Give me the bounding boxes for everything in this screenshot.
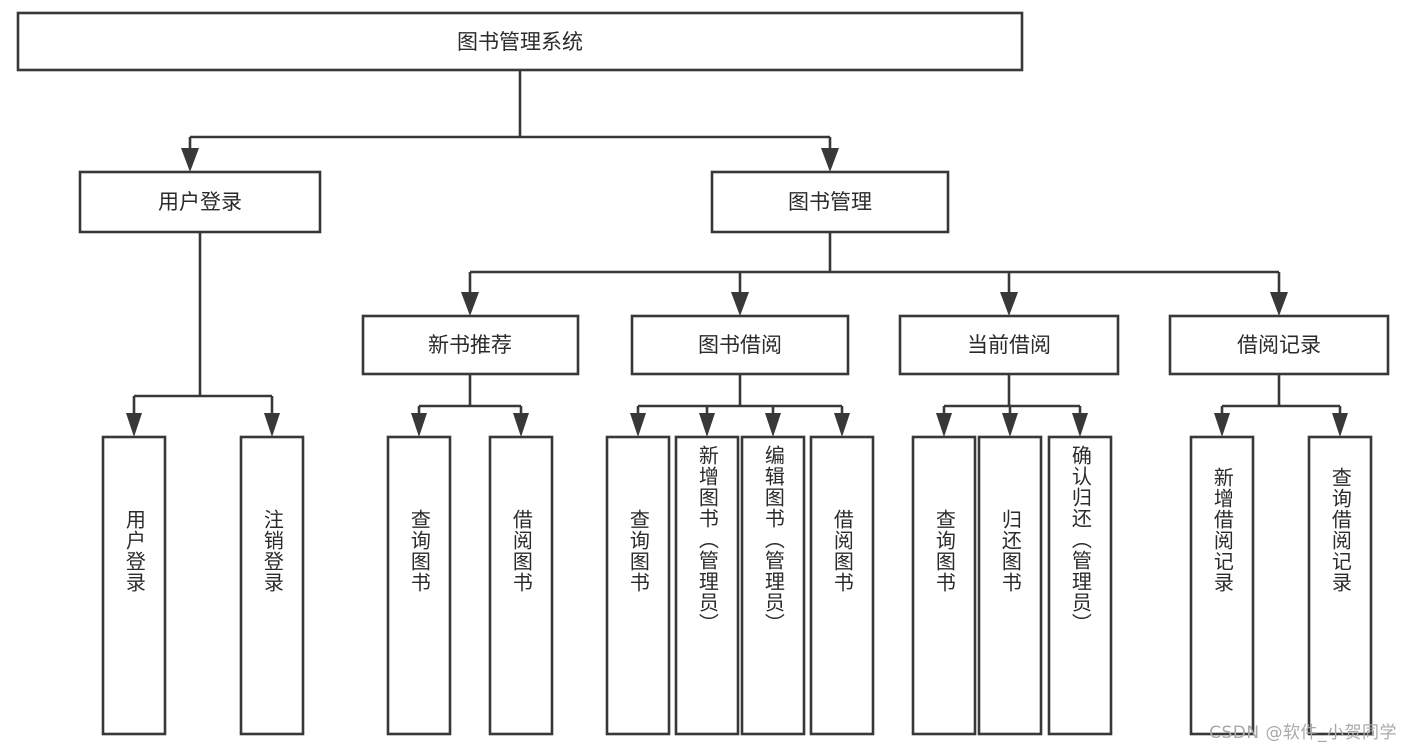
node-book-borrow-label: 图书借阅 (698, 333, 782, 357)
arrow-head-icon (821, 148, 839, 172)
node-current-borrow[interactable]: 当前借阅 (898, 314, 1120, 376)
arrow-head-icon (1002, 413, 1018, 437)
node-root-book-management-system[interactable]: 图书管理系统 (16, 11, 1024, 72)
leaf-box-logout[interactable] (239, 435, 305, 736)
connector-currentborrow-to-leaves (936, 374, 1088, 437)
node-user-login-label: 用户登录 (158, 190, 242, 214)
node-root-label: 图书管理系统 (457, 30, 583, 54)
node-borrow-record[interactable]: 借阅记录 (1168, 314, 1390, 376)
node-book-management[interactable]: 图书管理 (710, 170, 950, 234)
arrow-head-icon (513, 413, 529, 437)
arrow-head-icon (699, 413, 715, 437)
arrow-head-icon (630, 413, 646, 437)
leaf-box-borrow-book-recommend[interactable] (488, 435, 554, 736)
node-book-borrow-box[interactable] (630, 314, 850, 376)
node-borrow-record-label: 借阅记录 (1237, 333, 1321, 357)
connector-bookmgmt-to-level2 (461, 232, 1288, 316)
node-root-box[interactable] (16, 11, 1024, 72)
connector-userlogin-to-leaves (126, 232, 280, 437)
arrow-head-icon (765, 413, 781, 437)
connector-root-to-level1 (181, 70, 839, 172)
node-user-login-box[interactable] (78, 170, 322, 234)
leaf-box-add-book-admin[interactable] (674, 435, 740, 736)
arrow-head-icon (1072, 413, 1088, 437)
arrow-head-icon (731, 292, 749, 316)
arrow-head-icon (1000, 292, 1018, 316)
arrow-head-icon (411, 413, 427, 437)
leaf-box-query-book-borrow[interactable] (605, 435, 671, 736)
connector-newbook-to-leaves (411, 374, 529, 437)
arrow-head-icon (1270, 292, 1288, 316)
arrow-head-icon (181, 148, 199, 172)
node-new-book-recommend-label: 新书推荐 (428, 333, 512, 357)
leaf-box-confirm-return-admin[interactable] (1047, 435, 1113, 736)
connector-borrowrecord-to-leaves (1214, 374, 1348, 437)
leaf-box-return-book[interactable] (977, 435, 1043, 736)
node-new-book-recommend-box[interactable] (361, 314, 580, 376)
leaf-box-query-book-current[interactable] (911, 435, 977, 736)
leaf-box-query-borrow-record[interactable] (1307, 435, 1373, 736)
arrow-head-icon (126, 413, 142, 437)
leaf-box-query-book-recommend[interactable] (386, 435, 452, 736)
node-user-login[interactable]: 用户登录 (78, 170, 322, 234)
arrow-head-icon (264, 413, 280, 437)
connector-bookborrow-to-leaves (630, 374, 850, 437)
arrow-head-icon (1214, 413, 1230, 437)
node-book-management-label: 图书管理 (788, 190, 872, 214)
node-current-borrow-box[interactable] (898, 314, 1120, 376)
node-current-borrow-label: 当前借阅 (967, 333, 1051, 357)
leaf-box-add-borrow-record[interactable] (1189, 435, 1255, 736)
leaf-box-borrow-book[interactable] (809, 435, 875, 736)
node-book-borrow[interactable]: 图书借阅 (630, 314, 850, 376)
node-new-book-recommend[interactable]: 新书推荐 (361, 314, 580, 376)
node-book-management-box[interactable] (710, 170, 950, 234)
arrow-head-icon (834, 413, 850, 437)
arrow-head-icon (936, 413, 952, 437)
leaf-box-edit-book-admin[interactable] (740, 435, 806, 736)
arrow-head-icon (461, 292, 479, 316)
arrow-head-icon (1332, 413, 1348, 437)
leaf-box-user-login[interactable] (101, 435, 167, 736)
node-borrow-record-box[interactable] (1168, 314, 1390, 376)
